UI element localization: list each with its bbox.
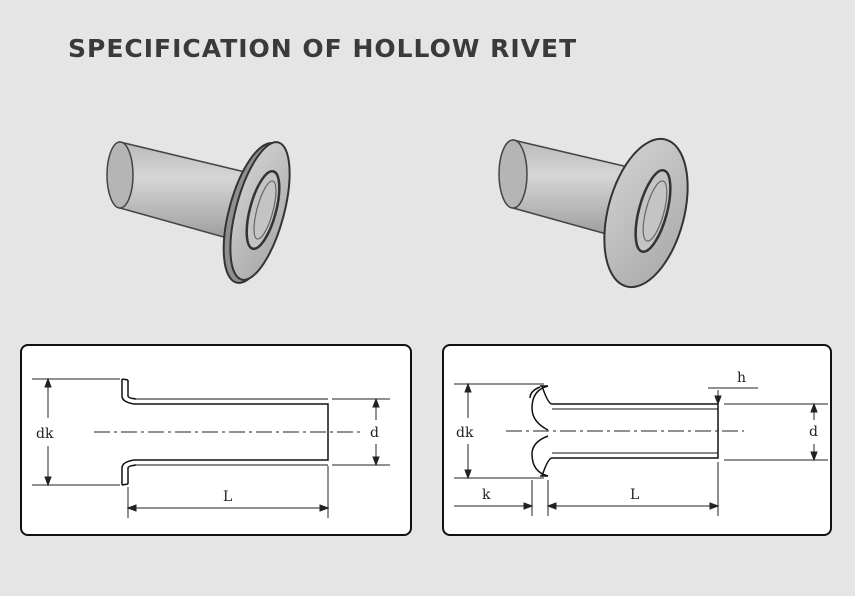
d-label: d (370, 425, 379, 441)
dk-label: dk (456, 425, 474, 441)
L-label: L (223, 489, 232, 505)
flat-head-rivet-image (106, 141, 291, 284)
flat-head-rivet-diagram: dk d L (20, 344, 412, 536)
L-label: L (630, 487, 639, 503)
dk-label: dk (36, 426, 54, 442)
page-title: SPECIFICATION OF HOLLOW RIVET (68, 34, 578, 63)
round-head-rivet-diagram: dk d L k h (442, 344, 832, 536)
d-label: d (809, 424, 818, 440)
h-label: h (737, 370, 746, 386)
round-head-rivet-image (498, 137, 689, 289)
k-label: k (482, 487, 491, 503)
